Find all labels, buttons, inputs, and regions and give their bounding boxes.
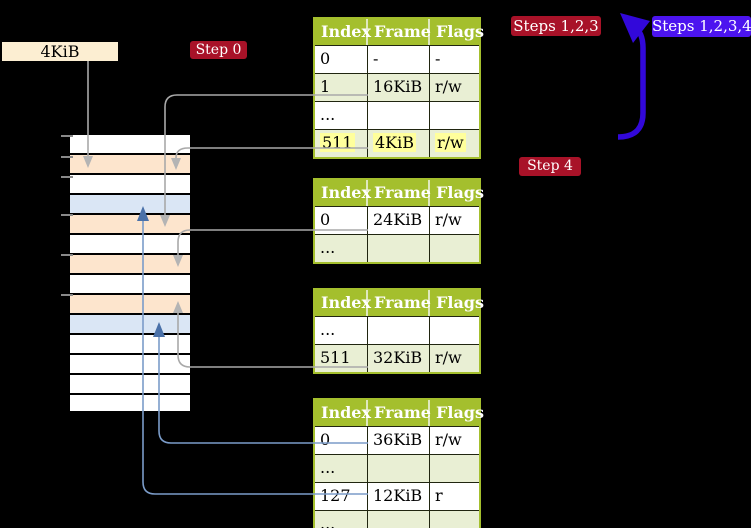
cell-index: ... [315, 102, 368, 129]
col-header-index: Index [315, 180, 371, 206]
memory-row-1 [70, 135, 190, 153]
cell-frame: 16KiB [368, 74, 430, 101]
cell-frame: 32KiB [368, 345, 430, 372]
cell-flags [430, 102, 479, 129]
table-row: ... [315, 234, 479, 262]
table-header-row: Index Frame Flags [315, 400, 484, 426]
col-header-frame: Frame [368, 180, 431, 206]
col-header-index: Index [315, 19, 371, 45]
cell-frame: 36KiB [368, 427, 430, 454]
cell-frame [368, 235, 430, 262]
badge-steps-1-2-3-4: Steps 1,2,3,4 [652, 16, 751, 37]
memory-row-10 [70, 315, 190, 333]
page-table-1: Index Frame Flags 0 - - 1 16KiB r/w ... … [313, 17, 484, 159]
col-header-flags: Flags [436, 22, 484, 41]
cell-index: ... [315, 511, 368, 528]
col-header-frame: Frame [368, 19, 431, 45]
cell-flags [430, 317, 479, 344]
memory-row-11 [70, 335, 190, 353]
table-header-row: Index Frame Flags [315, 290, 484, 316]
table-row: 511 32KiB r/w [315, 344, 479, 372]
cell-flags [430, 511, 479, 528]
cell-frame: - [368, 46, 430, 73]
memory-row-14 [70, 395, 190, 411]
frame-size-label: 4KiB [2, 42, 118, 61]
table-row: 1 16KiB r/w [315, 73, 479, 101]
highlight: 511 [320, 133, 355, 152]
col-header-index: Index [315, 290, 371, 316]
cell-flags [430, 455, 479, 482]
col-header-flags: Flags [436, 403, 484, 422]
physical-memory-column [70, 135, 190, 413]
cell-index: 511 [315, 345, 368, 372]
badge-step-4: Step 4 [519, 157, 581, 176]
cell-flags: r/w [435, 77, 462, 96]
memory-row-5 [70, 215, 190, 233]
table-row: ... [315, 316, 479, 344]
page-table-4: Index Frame Flags 0 36KiB r/w ... 127 12… [313, 398, 484, 528]
cell-index: 1 [315, 74, 368, 101]
cell-frame [368, 455, 430, 482]
memory-row-3 [70, 175, 190, 193]
cell-index: ... [315, 455, 368, 482]
cell-flags [430, 235, 479, 262]
cell-index: ... [315, 317, 368, 344]
cell-frame [368, 511, 430, 528]
table-header-row: Index Frame Flags [315, 19, 484, 45]
cell-index: 127 [315, 483, 368, 510]
table-row: 127 12KiB r [315, 482, 479, 510]
cell-flags: r/w [430, 130, 479, 157]
col-header-frame: Frame [368, 400, 431, 426]
col-header-frame: Frame [368, 290, 431, 316]
table-row: ... [315, 510, 479, 528]
memory-row-4 [70, 195, 190, 213]
loop-arrow-shaft [617, 22, 646, 140]
table-row-highlighted: 511 4KiB r/w [315, 129, 479, 157]
badge-step-0: Step 0 [190, 41, 247, 59]
cell-flags: - [435, 49, 441, 68]
highlight: 4KiB [373, 133, 417, 152]
cell-flags: r [435, 486, 443, 505]
memory-row-2 [70, 155, 190, 173]
memory-row-12 [70, 355, 190, 373]
cell-index: 511 [315, 130, 368, 157]
cell-flags: r/w [435, 348, 462, 367]
cell-index: ... [315, 235, 368, 262]
col-header-flags: Flags [436, 183, 484, 202]
memory-row-9 [70, 295, 190, 313]
memory-row-6 [70, 235, 190, 253]
cell-frame [368, 102, 430, 129]
page-table-2: Index Frame Flags 0 24KiB r/w ... [313, 178, 484, 264]
table-row: 0 36KiB r/w [315, 426, 479, 454]
memory-row-13 [70, 375, 190, 393]
cell-index: 0 [315, 427, 368, 454]
cell-index: 0 [315, 46, 368, 73]
highlight: r/w [435, 133, 466, 152]
table-row: ... [315, 454, 479, 482]
table-row: 0 - - [315, 45, 479, 73]
page-table-3: Index Frame Flags ... 511 32KiB r/w [313, 288, 484, 374]
badge-steps-1-2-3: Steps 1,2,3 [511, 16, 601, 36]
table-row: 0 24KiB r/w [315, 206, 479, 234]
col-header-index: Index [315, 400, 371, 426]
cell-flags: r/w [435, 210, 462, 229]
cell-frame [368, 317, 430, 344]
cell-frame: 24KiB [368, 207, 430, 234]
cell-frame: 12KiB [368, 483, 430, 510]
memory-row-8 [70, 275, 190, 293]
table-row: ... [315, 101, 479, 129]
cell-flags: r/w [435, 430, 462, 449]
col-header-flags: Flags [436, 293, 484, 312]
cell-index: 0 [315, 207, 368, 234]
loop-arrowhead [620, 13, 650, 43]
table-header-row: Index Frame Flags [315, 180, 484, 206]
memory-row-7 [70, 255, 190, 273]
cell-frame: 4KiB [368, 130, 430, 157]
